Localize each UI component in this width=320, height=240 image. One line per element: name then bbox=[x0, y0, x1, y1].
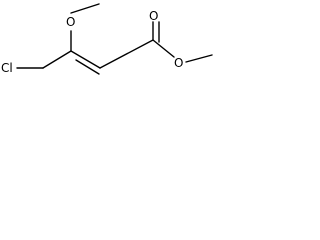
bond-c3-c2-double-a bbox=[70, 50, 101, 69]
atom-carbonyl-oxygen: O bbox=[149, 9, 158, 23]
bond-c3-c2-double-b bbox=[75, 59, 100, 75]
bond-o-methyl-ester bbox=[185, 54, 213, 63]
atom-ester-oxygen: O bbox=[174, 56, 183, 70]
molecule-drawing: Cl O O O bbox=[1, 3, 213, 75]
atom-methoxy-oxygen: O bbox=[66, 15, 75, 29]
bond-c2-c1 bbox=[99, 39, 154, 69]
bond-c1-o-ester bbox=[152, 39, 175, 58]
atom-chlorine: Cl bbox=[1, 61, 13, 75]
chemical-structure: Cl O O O bbox=[0, 0, 226, 92]
bond-ch2-c3 bbox=[42, 50, 72, 69]
bond-o-methyl-top bbox=[70, 3, 100, 14]
